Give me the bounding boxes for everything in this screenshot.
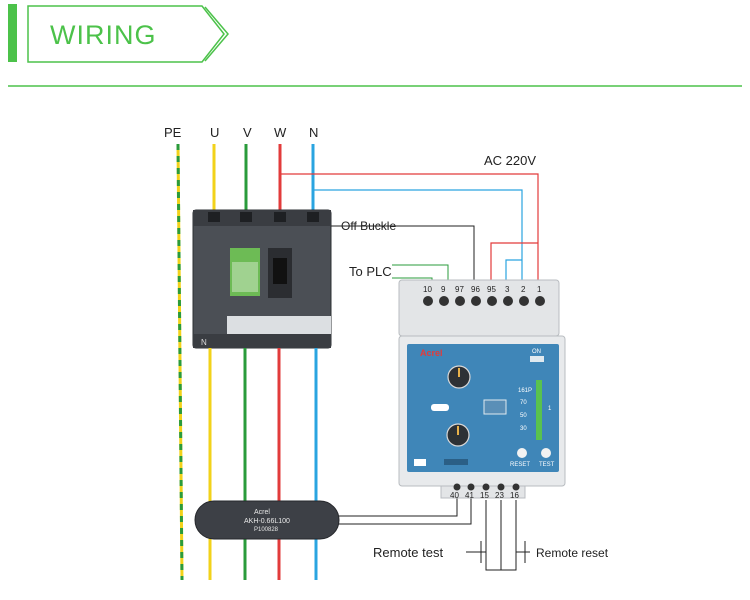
header: WIRING: [8, 4, 742, 87]
header-accent-bar: [8, 4, 17, 62]
ct-serial: P100828: [254, 527, 279, 533]
terminal-label-95: 95: [487, 285, 496, 294]
remote-test-label: Remote test: [373, 545, 443, 560]
off-buckle-label: Off Buckle: [341, 219, 396, 233]
wire-label-u: U: [210, 125, 219, 140]
supply-tap-blue: [313, 189, 523, 287]
terminal-screw[interactable]: [482, 483, 490, 491]
wire-off-buckle: [330, 225, 475, 287]
remote-test-wire: [485, 500, 502, 571]
wire-label-pe: PE: [164, 125, 182, 140]
terminal-label-15: 15: [480, 491, 489, 500]
breaker-terminal-n: [307, 212, 319, 222]
header-tag: [27, 5, 225, 63]
relay-on-led: [530, 356, 544, 362]
terminal-screw[interactable]: [439, 296, 449, 306]
relay-bottom-terminals: 40 41 15 23 16: [450, 483, 520, 500]
terminal-screw[interactable]: [453, 483, 461, 491]
ct-model: AKH-0.66L100: [244, 518, 290, 525]
relay-scale-161p: 161P: [518, 388, 532, 394]
to-plc-label: To PLC: [349, 264, 392, 279]
chevron-right-icon: [204, 6, 229, 62]
relay-model-badge: [444, 459, 468, 465]
reset-button[interactable]: [517, 448, 527, 458]
supply-tap-red: [281, 173, 539, 287]
breaker-terminal-u: [208, 212, 220, 222]
breaker-handle[interactable]: [273, 258, 287, 284]
ct-body: [194, 500, 340, 540]
terminal-label-40: 40: [450, 491, 459, 500]
wire-label-v: V: [243, 125, 252, 140]
wire-label-n: N: [309, 125, 318, 140]
breaker-top-band: [193, 210, 331, 226]
relay-side-label: 1: [548, 406, 552, 412]
relay-scale-50: 50: [520, 413, 527, 419]
leakage-relay: 10 9 97 96 95 3 2 1 Acrel ON 161P 70 50 …: [398, 279, 566, 500]
relay-level-bar: [536, 380, 542, 440]
current-transformer: Acrel AKH-0.66L100 P100828: [194, 500, 340, 540]
terminal-label-41: 41: [465, 491, 474, 500]
test-button[interactable]: [541, 448, 551, 458]
reset-button-label: RESET: [510, 462, 530, 468]
page-title: WIRING: [50, 20, 157, 50]
terminal-screw[interactable]: [512, 483, 520, 491]
terminal-label-1: 1: [537, 285, 542, 294]
terminal-label-23: 23: [495, 491, 504, 500]
terminal-screw[interactable]: [471, 296, 481, 306]
breaker-terminal-w: [274, 212, 286, 222]
circuit-breaker: N: [192, 209, 332, 349]
ac-supply-label: AC 220V: [484, 153, 536, 168]
breaker-bottom-band: [193, 334, 331, 348]
terminal-label-9: 9: [441, 285, 446, 294]
terminal-label-3: 3: [505, 285, 510, 294]
terminal-label-97: 97: [455, 285, 464, 294]
terminal-screw[interactable]: [519, 296, 529, 306]
ct-brand: Acrel: [254, 509, 270, 516]
ct-wire-41: [339, 493, 472, 525]
relay-on-label: ON: [532, 349, 541, 355]
remote-wiring: [466, 500, 530, 571]
terminal-screw[interactable]: [487, 296, 497, 306]
test-button-label: TEST: [539, 462, 555, 468]
wire-label-w: W: [274, 125, 287, 140]
pe-wire-green-stripe: [176, 143, 184, 581]
terminal-label-16: 16: [510, 491, 519, 500]
terminal-screw[interactable]: [423, 296, 433, 306]
terminal-label-96: 96: [471, 285, 480, 294]
relay-front-panel: [407, 344, 559, 472]
breaker-terminal-v: [240, 212, 252, 222]
dip-switch[interactable]: [483, 399, 507, 415]
relay-scale-70: 70: [520, 400, 527, 406]
breaker-rating-label-inner: [232, 262, 258, 292]
breaker-n-mark: N: [201, 338, 207, 347]
relay-logo-box: [414, 459, 426, 466]
relay-window: [431, 404, 449, 411]
terminal-screw[interactable]: [455, 296, 465, 306]
wire-relay-blue-loop: [505, 259, 522, 287]
terminal-screw[interactable]: [535, 296, 545, 306]
remote-reset-wire: [501, 500, 517, 571]
terminal-screw[interactable]: [467, 483, 475, 491]
wire-relay-red-loop: [490, 242, 538, 287]
remote-reset-label: Remote reset: [536, 546, 609, 560]
relay-brand: Acrel: [420, 348, 443, 358]
terminal-label-2: 2: [521, 285, 526, 294]
terminal-screw[interactable]: [503, 296, 513, 306]
relay-scale-30: 30: [520, 426, 527, 432]
terminal-screw[interactable]: [497, 483, 505, 491]
terminal-label-10: 10: [423, 285, 432, 294]
relay-top-terminals: 10 9 97 96 95 3 2 1: [423, 285, 545, 306]
breaker-rating-label: [230, 248, 260, 296]
ct-wire-40: [339, 493, 458, 517]
